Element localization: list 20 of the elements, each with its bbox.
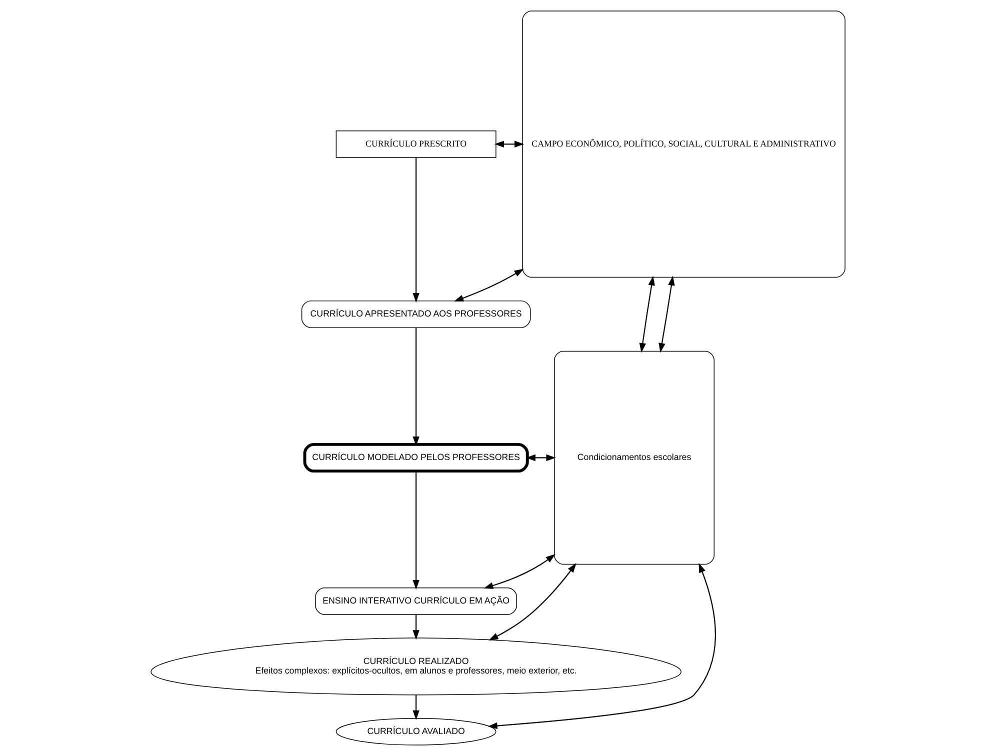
node-box: CURRÍCULO APRESENTADO AOS PROFESSORES bbox=[300, 300, 530, 328]
arrow bbox=[453, 268, 524, 302]
arrow bbox=[494, 140, 524, 148]
arrow bbox=[658, 276, 674, 353]
arrow bbox=[488, 563, 576, 640]
arrow bbox=[412, 471, 419, 590]
node-box: Condicionamentos escolares bbox=[554, 350, 714, 565]
node-box: CURRÍCULO PRESCRITO bbox=[335, 130, 496, 158]
arrow bbox=[483, 554, 555, 589]
node-box: CAMPO ECONÔMICO, POLÍTICO, SOCIAL, CULTURAL E ADMINISTRATIVO bbox=[522, 10, 845, 278]
arrow bbox=[525, 454, 556, 462]
arrow bbox=[412, 158, 419, 303]
arrow bbox=[412, 614, 419, 640]
arrow bbox=[412, 694, 419, 720]
arrow bbox=[412, 328, 419, 446]
node-box: ENSINO INTERATIVO CURRÍCULO EM AÇÃO bbox=[314, 588, 517, 615]
arrow bbox=[487, 562, 716, 730]
node-box: CURRÍCULO MODELADO PELOS PROFESSORES bbox=[302, 442, 528, 473]
arrow bbox=[638, 276, 654, 353]
node-ellipse: CURRÍCULO AVALIADO bbox=[335, 718, 496, 746]
